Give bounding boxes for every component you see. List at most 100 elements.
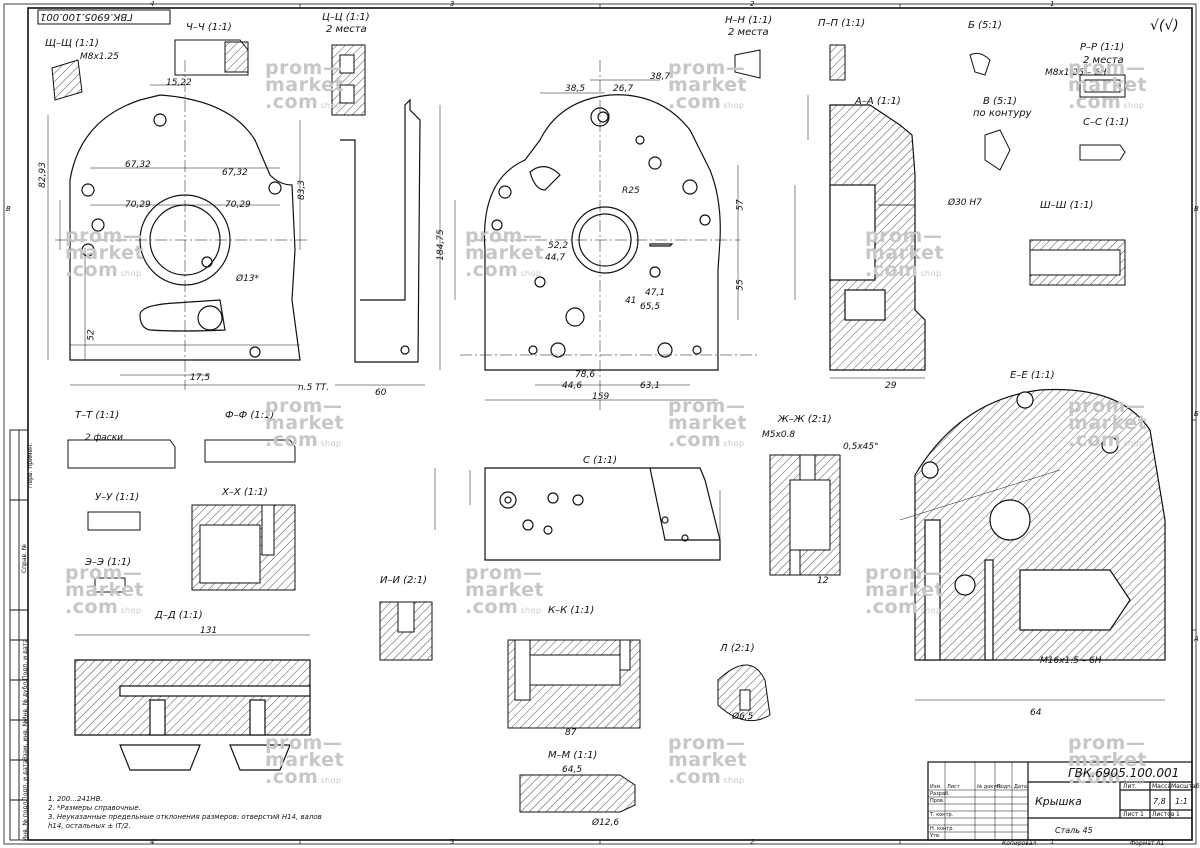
tb-podp: Подп. bbox=[997, 784, 1013, 790]
section-tsts-shape bbox=[331, 44, 366, 116]
title-ee3: Э–Э (1:1) bbox=[85, 557, 132, 568]
tb-tkontr: Т. контр. bbox=[930, 812, 954, 818]
title-chch: Ч–Ч (1:1) bbox=[186, 22, 232, 33]
dim-131: 131 bbox=[200, 626, 218, 636]
side-label-perv-primen: Перв. примен. bbox=[27, 442, 35, 489]
tb-nkontr: Н. контр. bbox=[930, 826, 954, 832]
tb-sheet-value: 1 bbox=[1140, 811, 1144, 818]
title-pp: П–П (1:1) bbox=[818, 18, 866, 29]
grid-top-1: 1 bbox=[1050, 0, 1055, 8]
section-dd-shape bbox=[74, 659, 311, 771]
title-aa: А–А (1:1) bbox=[855, 96, 901, 107]
side-label-podp-data-2: Подп. и дата bbox=[21, 760, 29, 801]
title-tsts: Ц–Ц (1:1) bbox=[322, 12, 370, 23]
dim-52: 52 bbox=[86, 329, 97, 341]
section-shsh-shape bbox=[1029, 239, 1126, 286]
dim-38-5: 38,5 bbox=[565, 84, 586, 94]
title-shch: Щ–Щ (1:1) bbox=[45, 38, 99, 49]
grid-side-b: Б bbox=[1194, 410, 1199, 418]
main-view-dims bbox=[439, 60, 760, 410]
section-nn-shape bbox=[734, 49, 761, 79]
side-label-podp-data-1: Подп. и дата bbox=[21, 639, 29, 680]
grid-side-v: В bbox=[1194, 205, 1199, 213]
dim-64: 64 bbox=[1030, 708, 1042, 718]
dim-d12-6: Ø12,6 bbox=[592, 818, 620, 828]
title-ss: С–С (1:1) bbox=[1083, 117, 1130, 128]
title-l: Л (2:1) bbox=[720, 643, 755, 654]
inner-frame bbox=[27, 7, 1193, 841]
title-kk: К–К (1:1) bbox=[548, 605, 595, 616]
view-side-profile bbox=[335, 98, 425, 386]
dim-41: 41 bbox=[625, 296, 637, 306]
tb-izm: Изм. bbox=[930, 784, 942, 790]
side-label-sprav: Справ. № bbox=[21, 543, 29, 574]
tb-lit: Лит. bbox=[1123, 783, 1137, 790]
dim-47-1: 47,1 bbox=[645, 288, 666, 298]
dim-55: 55 bbox=[735, 279, 746, 291]
dim-17-5: 17,5 bbox=[190, 373, 211, 383]
note-1: 1. 200...241НВ. bbox=[48, 795, 103, 803]
title-c: С (1:1) bbox=[583, 455, 618, 466]
title-ff: Ф–Ф (1:1) bbox=[225, 410, 275, 421]
dim-38-7: 38,7 bbox=[650, 72, 671, 82]
dim-70-29-b: 70,29 bbox=[225, 200, 251, 210]
dim-82-93: 82,93 bbox=[37, 162, 48, 188]
tb-razrab: Разраб. bbox=[930, 791, 950, 797]
dim-67-32-a: 67,32 bbox=[125, 160, 151, 170]
tb-mass-value: 7,8 bbox=[1153, 797, 1166, 806]
tb-sheets-value: 1 bbox=[1176, 811, 1180, 818]
detail-b-shape bbox=[969, 52, 991, 76]
detail-l-shape bbox=[717, 664, 771, 722]
doc-number-rotated: ГВК.6905.100.001 bbox=[40, 11, 133, 22]
section-ii-shape bbox=[379, 601, 433, 661]
title-xx: Х–Х (1:1) bbox=[222, 487, 268, 498]
section-uu-shape bbox=[87, 511, 141, 531]
title-uu: У–У (1:1) bbox=[95, 492, 140, 503]
title-tt: Т–Т (1:1) bbox=[75, 410, 120, 421]
dim-184-75: 184,75 bbox=[435, 229, 446, 261]
dim-d30-h7: Ø30 H7 bbox=[948, 198, 982, 208]
tb-prov: Пров. bbox=[930, 798, 945, 804]
title-material: Сталь 45 bbox=[1055, 826, 1093, 835]
title-ee: Е–Е (1:1) bbox=[1010, 370, 1055, 381]
grid-side-v-left: В bbox=[6, 205, 11, 213]
grid-top-2: 2 bbox=[750, 0, 755, 8]
title-nn-sub: 2 места bbox=[728, 27, 769, 38]
dim-60: 60 bbox=[375, 388, 387, 398]
dim-44-6: 44,6 bbox=[562, 381, 583, 391]
title-nn: Н–Н (1:1) bbox=[725, 15, 773, 26]
section-xx-shape bbox=[191, 504, 296, 591]
section-mm-shape bbox=[519, 774, 636, 813]
dim-87: 87 bbox=[565, 728, 577, 738]
grid-bottom-3: 3 bbox=[450, 838, 455, 846]
dim-44-7: 44,7 bbox=[545, 253, 566, 263]
title-part-name: Крышка bbox=[1035, 795, 1082, 808]
title-rr-sub: 2 места bbox=[1083, 55, 1124, 66]
section-pp-shape bbox=[829, 44, 846, 81]
section-ee-shape bbox=[914, 388, 1166, 661]
title-v: В (5:1) bbox=[983, 96, 1017, 107]
tb-utv: Утв. bbox=[930, 833, 941, 839]
note-3: 3. Неуказанные предельные отклонения раз… bbox=[48, 813, 322, 821]
dim-67-32-b: 67,32 bbox=[222, 168, 248, 178]
dim-52-2: 52,2 bbox=[548, 241, 569, 251]
dim-29: 29 bbox=[885, 381, 897, 391]
title-b: Б (5:1) bbox=[968, 20, 1002, 31]
front-plate-dims bbox=[47, 60, 310, 390]
tb-ndoc: № докум. bbox=[977, 784, 1002, 790]
section-ee3-shape bbox=[94, 577, 126, 593]
title-dd: Д–Д (1:1) bbox=[155, 610, 203, 621]
grid-top-3: 3 bbox=[450, 0, 455, 8]
tb-masshtab: Масштаб bbox=[1171, 783, 1200, 790]
dim-chamfer: 0,5x45° bbox=[843, 442, 879, 452]
title-ii: И–И (2:1) bbox=[380, 575, 428, 586]
dim-65-5: 65,5 bbox=[640, 302, 661, 312]
